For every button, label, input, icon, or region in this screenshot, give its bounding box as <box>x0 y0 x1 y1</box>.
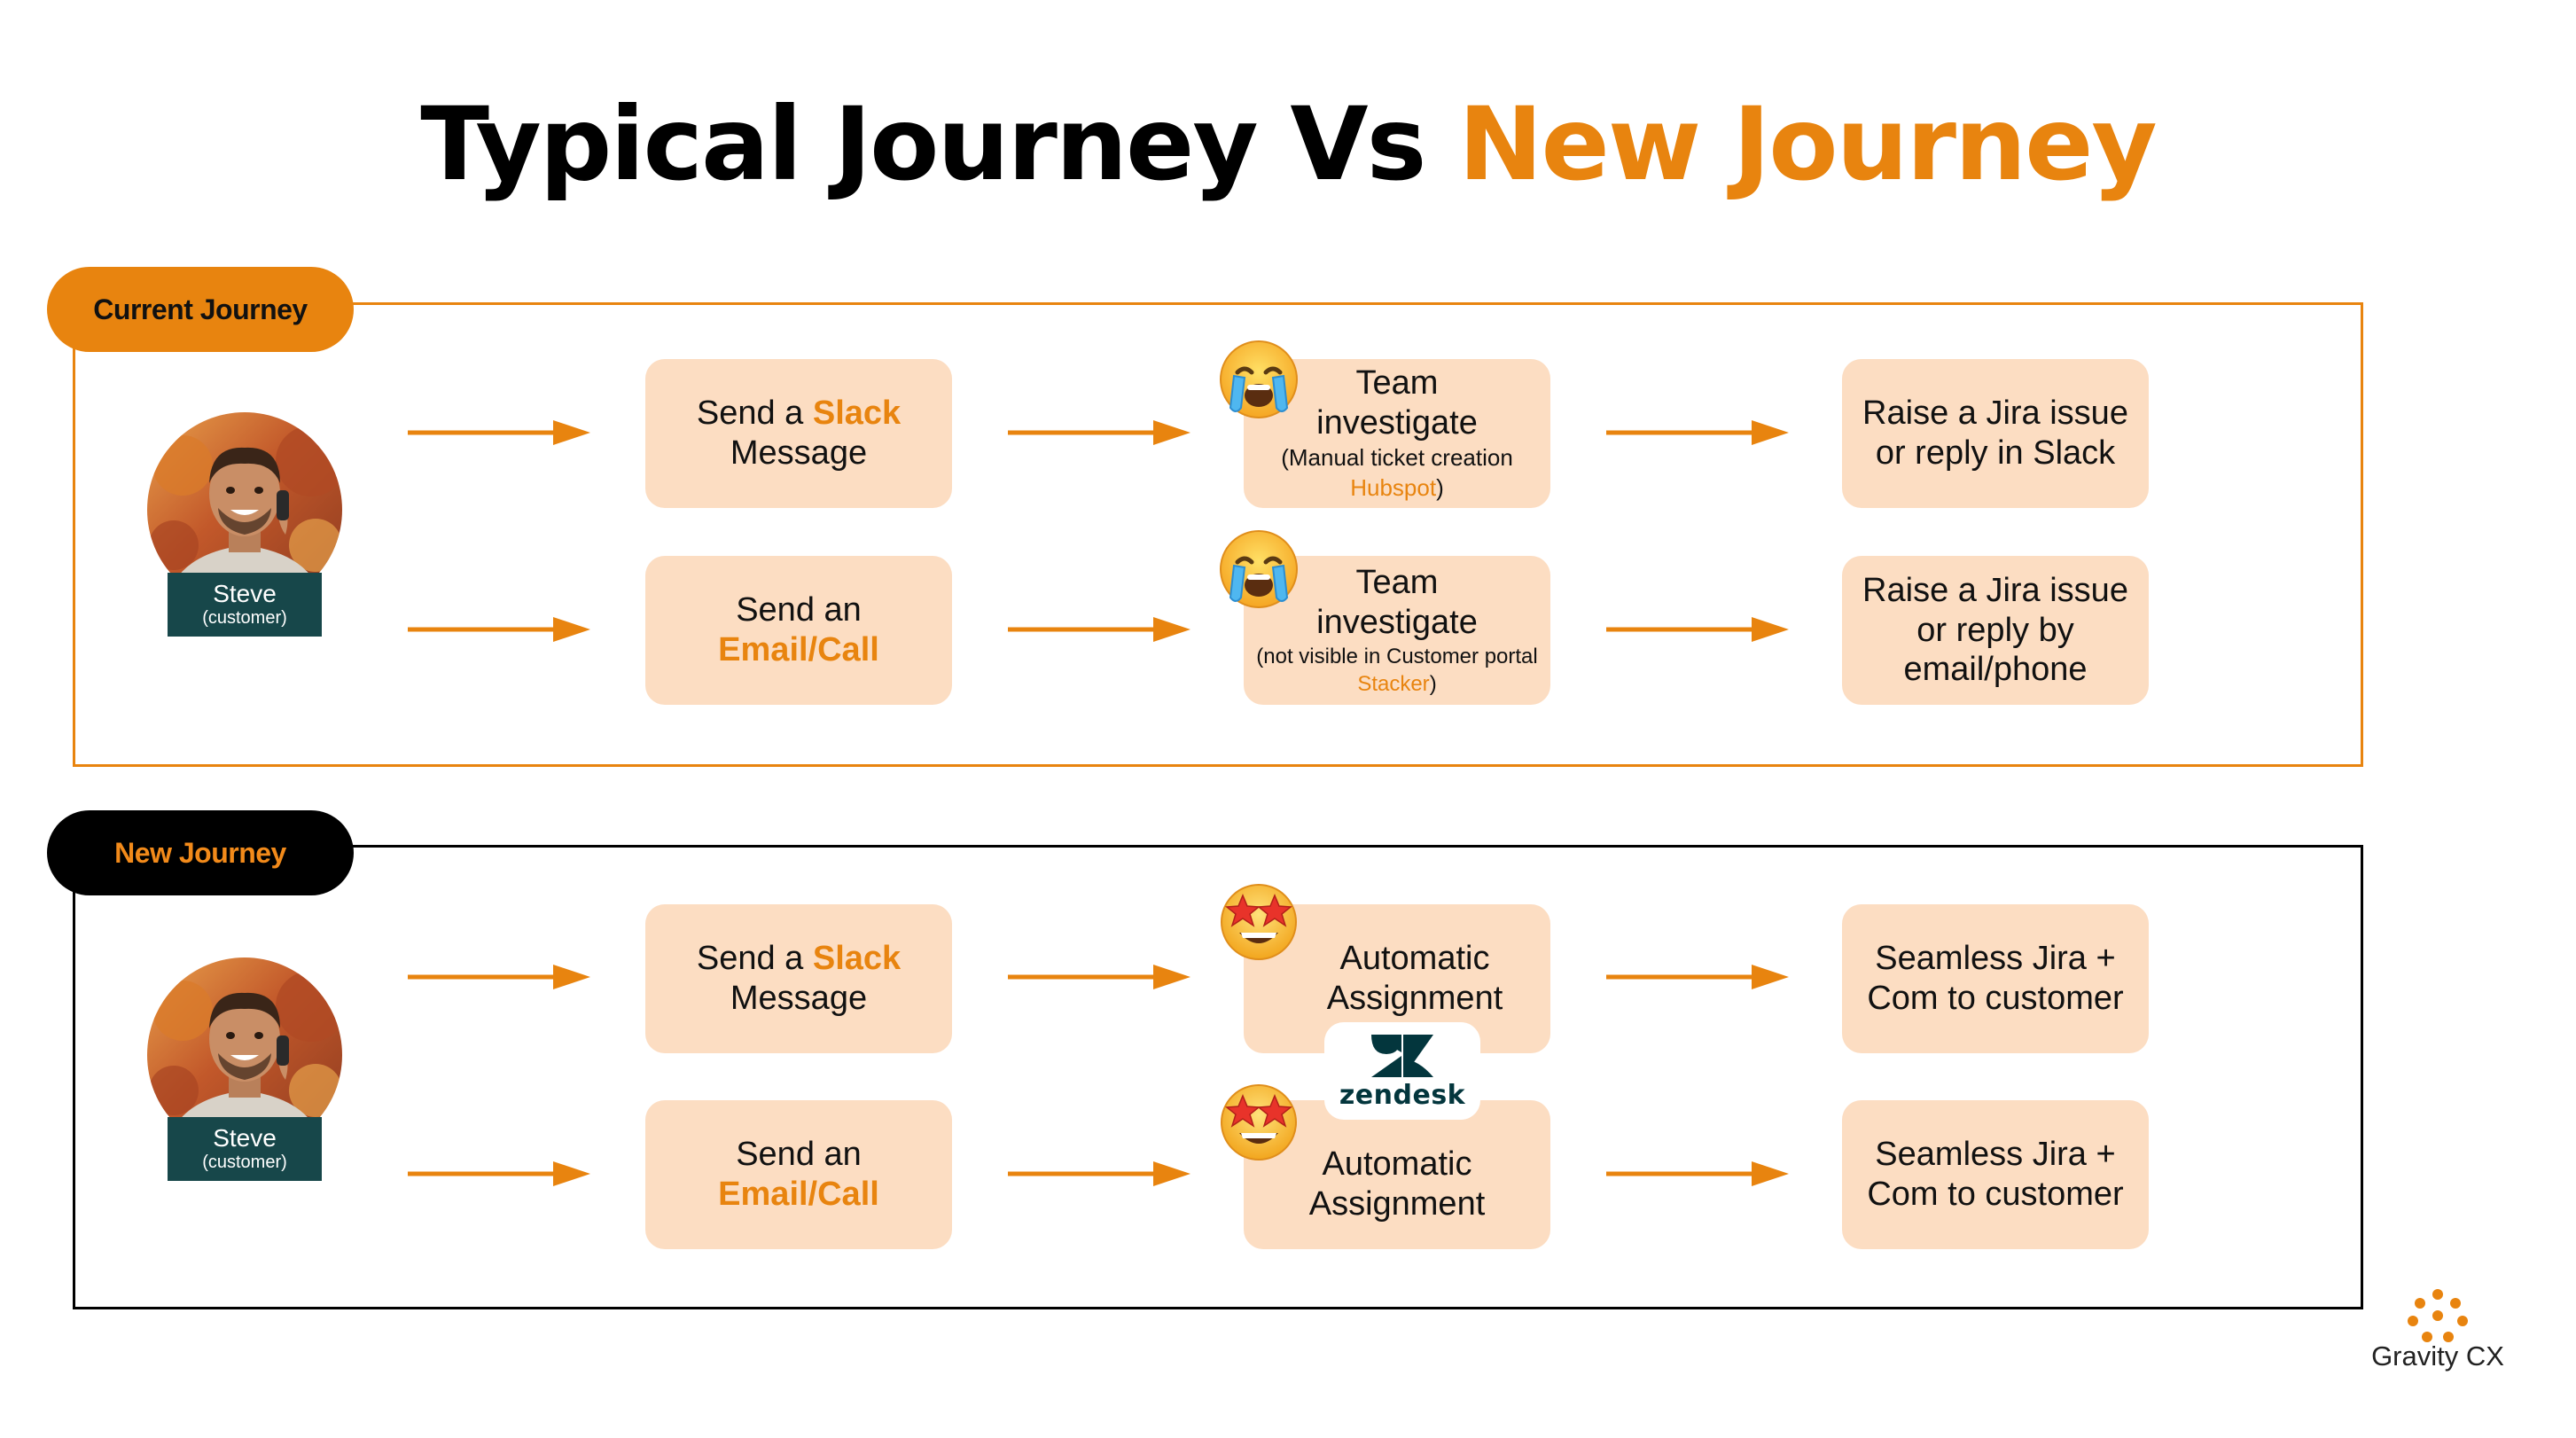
arrow-icon <box>1604 613 1791 645</box>
customer-name: Steve <box>213 1123 277 1152</box>
customer-tag-new: Steve (customer) <box>168 1117 322 1181</box>
arrow-icon <box>1604 417 1791 449</box>
step-seamless-jira: Seamless Jira + Com to customer <box>1842 904 2149 1053</box>
step-raise-jira-email: Raise a Jira issue or reply by email/pho… <box>1842 556 2149 705</box>
step-automatic-assignment: Automatic Assignment <box>1244 1100 1550 1249</box>
customer-tag-current: Steve (customer) <box>168 573 322 637</box>
step-send-email-call: Send an Email/Call <box>645 556 952 705</box>
step-team-investigate: Team investigate (Manual ticket creation… <box>1244 359 1550 508</box>
step-send-slack: Send a Slack Message <box>645 359 952 508</box>
new-journey-label: New Journey <box>47 810 354 895</box>
zendesk-logo: zendesk <box>1324 1022 1480 1120</box>
new-journey-frame <box>73 845 2363 1309</box>
arrow-icon <box>1604 1158 1791 1190</box>
arrow-icon <box>406 961 592 993</box>
arrow-icon <box>1006 613 1192 645</box>
star-struck-face-icon <box>1218 1080 1300 1161</box>
arrow-icon <box>406 613 592 645</box>
customer-role: (customer) <box>202 1153 287 1173</box>
gravity-cx-logo-icon <box>2408 1289 2468 1342</box>
arrow-icon <box>406 417 592 449</box>
current-journey-label: Current Journey <box>47 267 354 352</box>
brand-name: Gravity CX <box>2371 1340 2504 1372</box>
crying-face-icon <box>1218 339 1300 420</box>
zendesk-icon <box>1371 1035 1433 1077</box>
star-struck-face-icon <box>1218 879 1300 961</box>
step-seamless-jira: Seamless Jira + Com to customer <box>1842 1100 2149 1249</box>
customer-name: Steve <box>213 579 277 607</box>
step-send-slack: Send a Slack Message <box>645 904 952 1053</box>
arrow-icon <box>1604 961 1791 993</box>
zendesk-label: zendesk <box>1339 1080 1466 1111</box>
title-part-new: New Journey <box>1458 85 2158 203</box>
page-title: Typical Journey Vs New Journey <box>0 89 2576 199</box>
step-send-email-call: Send an Email/Call <box>645 1100 952 1249</box>
arrow-icon <box>406 1158 592 1190</box>
step-raise-jira-slack: Raise a Jira issue or reply in Slack <box>1842 359 2149 508</box>
customer-role: (customer) <box>202 608 287 629</box>
current-journey-frame <box>73 302 2363 767</box>
arrow-icon <box>1006 1158 1192 1190</box>
arrow-icon <box>1006 417 1192 449</box>
title-part-typical: Typical Journey Vs <box>420 85 1459 203</box>
arrow-icon <box>1006 961 1192 993</box>
crying-face-icon <box>1218 528 1300 610</box>
